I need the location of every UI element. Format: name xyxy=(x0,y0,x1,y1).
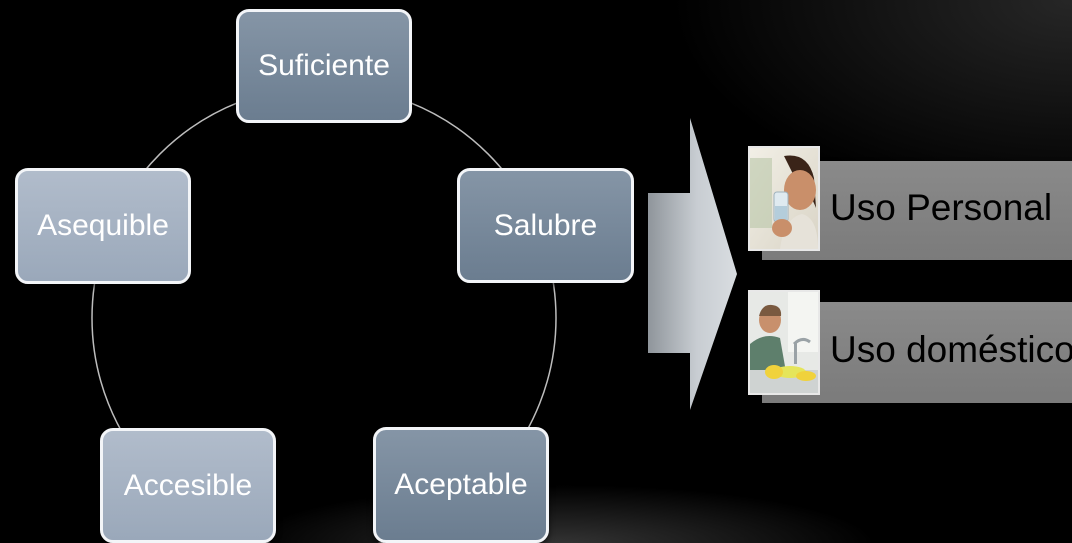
person-drinking-water-photo-icon xyxy=(748,146,820,251)
cycle-node-label: Accesible xyxy=(123,468,253,502)
cycle-node-suficiente: Suficiente xyxy=(236,9,412,123)
cycle-node-label: Aceptable xyxy=(394,468,528,501)
cycle-node-label: Suficiente xyxy=(258,49,390,82)
cycle-node-aceptable: Aceptable xyxy=(373,427,549,543)
cycle-node-label: Salubre xyxy=(493,208,598,242)
cycle-node-label: Asequible xyxy=(37,209,169,242)
cycle-node-accesible: Accesible xyxy=(100,428,276,543)
right-arrow-icon xyxy=(648,118,737,410)
person-washing-dishes-photo-icon xyxy=(748,290,820,395)
use-domestico-label: Uso doméstico xyxy=(830,329,1072,370)
cycle-node-salubre: Salubre xyxy=(457,168,634,283)
use-personal-label: Uso Personal xyxy=(830,187,1053,228)
cycle-node-asequible: Asequible xyxy=(15,168,191,284)
